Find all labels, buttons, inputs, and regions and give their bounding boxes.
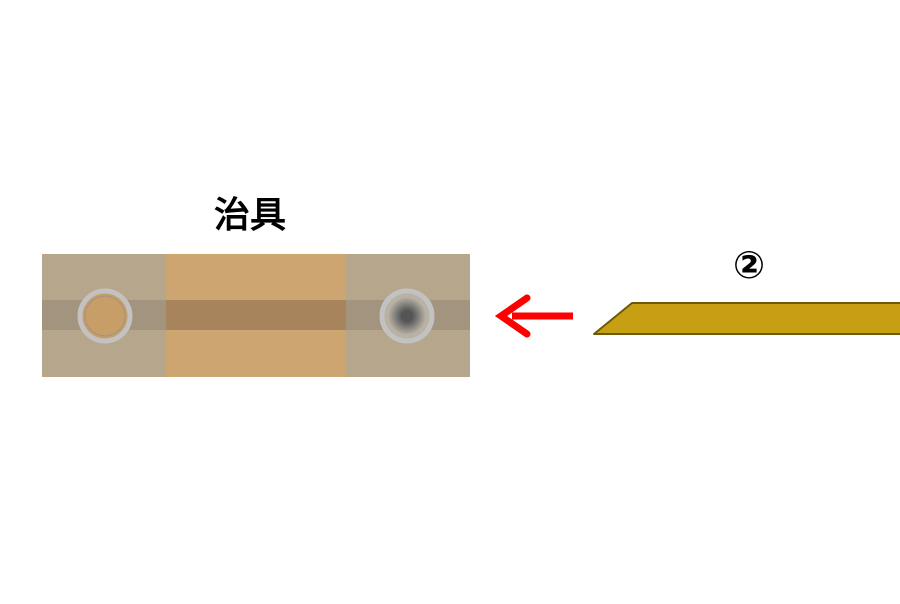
part-strip: [593, 302, 900, 335]
jig-label: 治具: [214, 195, 287, 236]
step-number-label: ②: [733, 243, 766, 287]
ring-hole-with-pin-icon: [379, 288, 435, 344]
jig: [42, 254, 470, 377]
ring-hole-icon: [77, 288, 133, 344]
arrow-left-icon: [494, 294, 573, 338]
